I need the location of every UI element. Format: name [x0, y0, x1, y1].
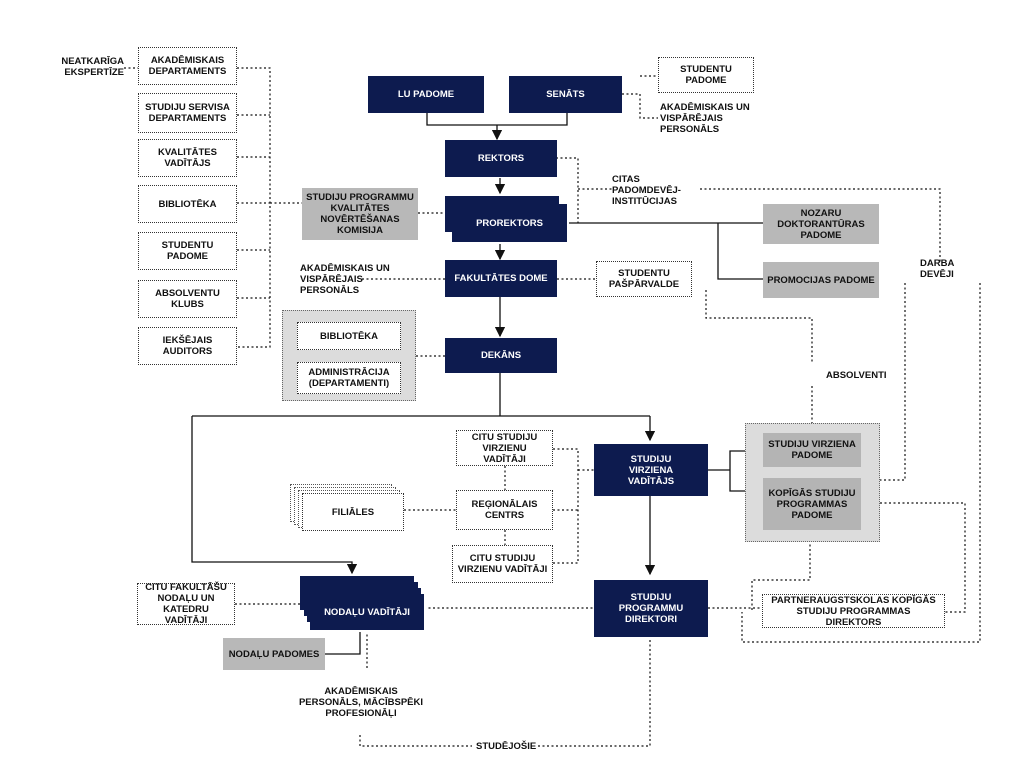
studiju-programmu-komisija-box: STUDIJU PROGRAMMU KVALITĀTES NOVĒRTĒŠANA… [302, 188, 418, 240]
studiju-virziena-vaditajs-box: STUDIJU VIRZIENA VADĪTĀJS [594, 444, 708, 496]
absolventi-label: ABSOLVENTI [826, 370, 887, 381]
nodalu-vaditaji-box: NODAĻU VADĪTĀJI [310, 594, 424, 630]
dekans-box: DEKĀNS [445, 338, 557, 373]
regionalais-centrs-box: REĢIONĀLAIS CENTRS [456, 490, 553, 530]
studentu-padome-top-box: STUDENTU PADOME [658, 57, 754, 93]
promocijas-padome-box: PROMOCIJAS PADOME [763, 262, 879, 298]
citu-studiju-virzienu-vaditaji-1-box: CITU STUDIJU VIRZIENU VADĪTĀJI [456, 430, 553, 466]
akad-personals-bottom-label: AKADĒMISKAIS PERSONĀLS, MĀCĪBSPĒKI PROFE… [298, 686, 424, 719]
darba-deveji-label: DARBA DEVĒJI [920, 258, 954, 280]
studiju-programmu-direktori-box: STUDIJU PROGRAMMU DIREKTORI [594, 580, 708, 637]
akad-visp-personals-left-label: AKADĒMISKAIS UN VISPĀRĒJAIS PERSONĀLS [300, 263, 390, 296]
studiju-servisa-departaments-box: STUDIJU SERVISA DEPARTAMENTS [138, 93, 237, 133]
partneraugstskolas-box: PARTNERAUGSTSKOLAS KOPĪGĀS STUDIJU PROGR… [762, 594, 945, 628]
citu-fakultasu-box: CITU FAKULTĀŠU NODAĻU UN KATEDRU VADĪTĀJ… [137, 582, 235, 626]
kvalitates-vaditajs-box: KVALITĀTES VADĪTĀJS [138, 139, 237, 177]
filiales-box: FILIĀLES [302, 493, 404, 531]
studejosie-label: STUDĒJOŠIE [474, 741, 539, 752]
lu-padome-box: LU PADOME [368, 76, 484, 113]
akademiskais-departaments-box: AKADĒMISKAIS DEPARTAMENTS [138, 47, 237, 85]
absolventu-klubs-box: ABSOLVENTU KLUBS [138, 280, 237, 318]
prorektors-box: PROREKTORS [452, 204, 567, 242]
fakultates-dome-box: FAKULTĀTES DOME [445, 260, 557, 297]
studentu-padome-left-box: STUDENTU PADOME [138, 232, 237, 270]
citu-studiju-virzienu-vaditaji-2-box: CITU STUDIJU VIRZIENU VADĪTĀJI [452, 545, 553, 583]
kopigas-studiju-padome-box: KOPĪGĀS STUDIJU PROGRAMMAS PADOME [763, 478, 861, 530]
nodalu-padomes-box: NODAĻU PADOMES [223, 638, 325, 670]
ieksejais-auditors-box: IEKŠĒJAIS AUDITORS [138, 327, 237, 365]
biblioteka-dean-box: BIBLIOTĒKA [297, 322, 401, 350]
akad-visp-personals-top-label: AKADĒMISKAIS UN VISPĀRĒJAIS PERSONĀLS [660, 102, 750, 135]
studiju-virziena-padome-box: STUDIJU VIRZIENA PADOME [763, 433, 861, 467]
administracija-box: ADMINISTRĀCIJA (DEPARTAMENTI) [297, 362, 401, 394]
senats-box: SENĀTS [509, 76, 622, 113]
biblioteka-left-box: BIBLIOTĒKA [138, 185, 237, 223]
citas-padomdevej-label: CITAS PADOMDEVĒJ-INSTITŪCIJAS [612, 174, 681, 207]
rektors-box: REKTORS [445, 140, 557, 177]
nozaru-doktoranturas-padome-box: NOZARU DOKTORANTŪRAS PADOME [763, 204, 879, 244]
studentu-pasparvalde-box: STUDENTU PAŠPĀRVALDE [596, 261, 692, 297]
neatkariga-ekspertize-label: NEATKARĪGA EKSPERTĪZE [61, 56, 124, 78]
